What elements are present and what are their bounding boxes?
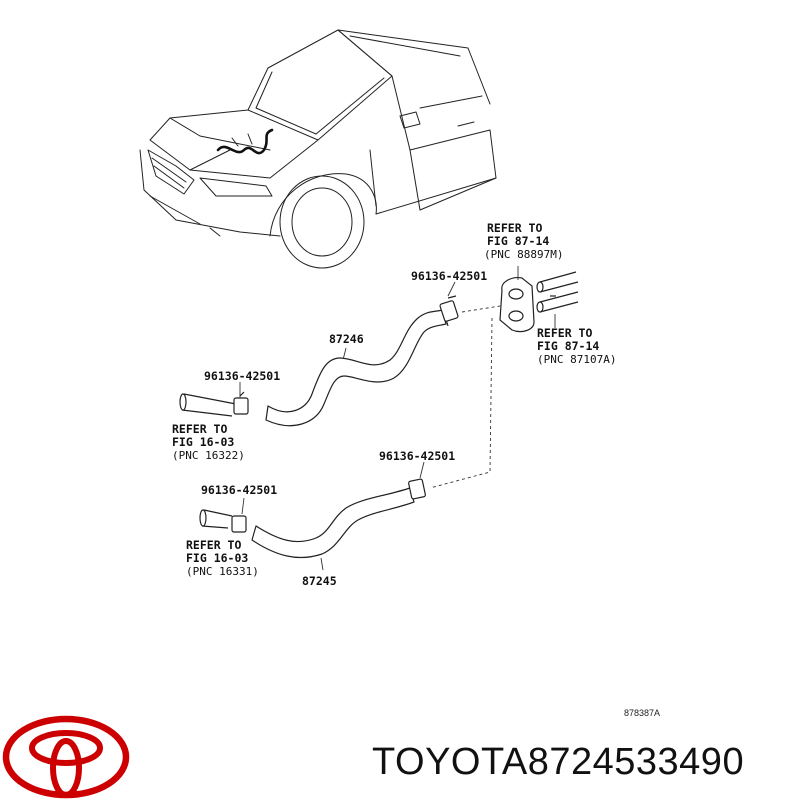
heater-connector-icon [499, 271, 579, 333]
refer-left-upper-label: REFER TO FIG 16-03 (PNC 16322) [172, 422, 245, 462]
refer-right-label: REFER TO FIG 87-14 (PNC 87107A) [537, 326, 616, 366]
clamp-left-upper-label: 96136-42501 [204, 369, 280, 383]
refer-left-lower-line1: REFER TO [186, 538, 241, 552]
brand-caption: TOYOTA8724533490 [372, 736, 796, 788]
refer-top-line1: REFER TO [487, 221, 542, 235]
diagram-id-label: 878387A [624, 708, 660, 718]
car-outline-icon [139, 29, 497, 269]
brand-name: TOYOTA [372, 741, 528, 783]
refer-top-line2: FIG 87-14 [487, 234, 549, 248]
refer-left-upper-line3: (PNC 16322) [172, 449, 245, 462]
refer-right-line1: REFER TO [537, 326, 592, 340]
part-number: 8724533490 [527, 741, 745, 783]
refer-top-label: REFER TO FIG 87-14 (PNC 88897M) [484, 221, 563, 261]
refer-left-lower-line2: FIG 16-03 [186, 551, 248, 565]
hose-87245-icon [199, 478, 426, 559]
refer-top-line3: (PNC 88897M) [484, 248, 563, 261]
clamp-right-lower-label: 96136-42501 [379, 449, 455, 463]
hose-lower-label: 87245 [302, 574, 337, 588]
toyota-logo [2, 715, 130, 799]
refer-left-upper-line2: FIG 16-03 [172, 435, 234, 449]
refer-left-lower-label: REFER TO FIG 16-03 (PNC 16331) [186, 538, 259, 578]
refer-left-lower-line3: (PNC 16331) [186, 565, 259, 578]
refer-right-line3: (PNC 87107A) [537, 353, 616, 366]
refer-right-line2: FIG 87-14 [537, 339, 599, 353]
clamp-top-label: 96136-42501 [411, 269, 487, 283]
hose-upper-label: 87246 [329, 332, 364, 346]
refer-left-upper-line1: REFER TO [172, 422, 227, 436]
clamp-left-lower-label: 96136-42501 [201, 483, 277, 497]
hose-87246-icon [179, 295, 459, 427]
